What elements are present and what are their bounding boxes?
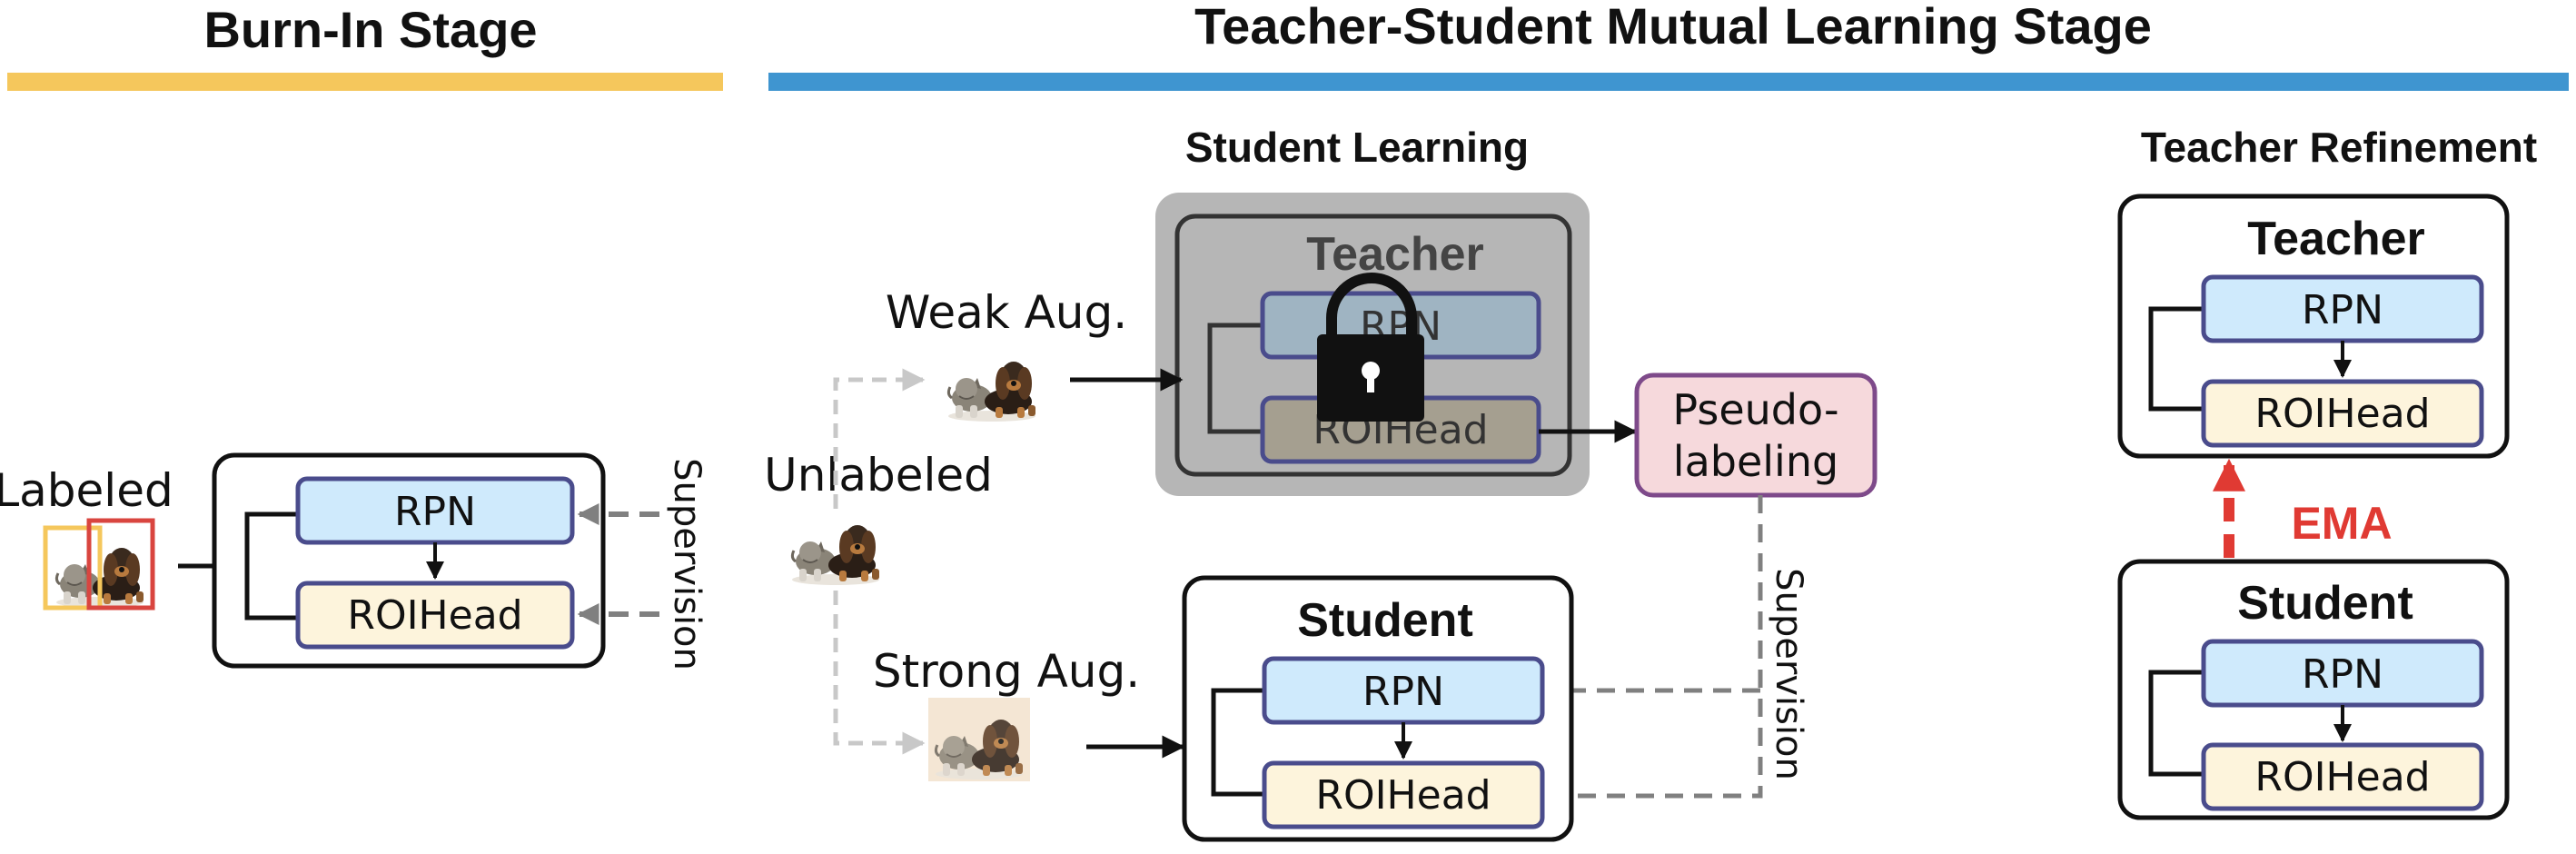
teacher-frozen-title: Teacher — [1306, 228, 1484, 281]
lock-icon — [1317, 273, 1424, 422]
teacher-refinement-title: Teacher Refinement — [2141, 124, 2537, 171]
pseudo-supervision-roi-arrow — [1546, 495, 1763, 805]
pseudo-supervision-label: Supervision — [1768, 568, 1809, 780]
burn-in-roihead-label: ROIHead — [347, 592, 522, 639]
student-learning-title: Student Learning — [1185, 124, 1529, 171]
refine-student-roihead-box — [2201, 742, 2484, 811]
strong-aug-path-arrow — [833, 591, 926, 755]
refine-teacher-branch-line — [2148, 306, 2204, 412]
teacher-frozen-branch-line — [1207, 323, 1263, 434]
weak-aug-path-arrow — [833, 368, 926, 509]
refine-student-branch-line — [2148, 670, 2204, 777]
strong-aug-label: Strong Aug. — [873, 645, 1140, 698]
pseudo-labeling-line2: labeling — [1673, 437, 1838, 486]
student-title: Student — [1297, 594, 1473, 647]
refine-teacher-roihead-label: ROIHead — [2254, 391, 2430, 437]
refine-teacher-roihead-box — [2201, 379, 2484, 448]
labeled-image — [43, 518, 155, 611]
teacher-frozen-box — [1174, 214, 1572, 477]
mutual-learning-stage-title: Teacher-Student Mutual Learning Stage — [1194, 0, 2152, 55]
refine-student-rpn-label: RPN — [2302, 651, 2383, 698]
ema-label: EMA — [2291, 498, 2392, 549]
pseudo-labeling-box — [1634, 372, 1878, 498]
student-rpn-label: RPN — [1362, 669, 1444, 715]
burn-in-stage-bar — [7, 73, 723, 91]
student-branch-line — [1211, 688, 1264, 797]
refine-student-title: Student — [2237, 577, 2413, 630]
refine-teacher-rpn-label: RPN — [2302, 287, 2383, 333]
refine-teacher-title: Teacher — [2247, 213, 2425, 265]
pseudo-labeling-line1: Pseudo- — [1672, 385, 1838, 434]
student-roihead-box — [1262, 760, 1545, 829]
burn-in-supervision-label: Supervision — [666, 458, 708, 670]
unlabeled-label: Unlabeled — [764, 449, 993, 501]
strong-aug-image — [928, 698, 1030, 781]
burn-in-rpn-label: RPN — [394, 489, 476, 535]
labeled-label: Labeled — [0, 464, 173, 517]
weak-aug-label: Weak Aug. — [886, 286, 1127, 339]
burn-in-branch-line — [244, 511, 298, 621]
weak-aug-image — [946, 360, 1037, 423]
burn-in-roihead-box — [295, 581, 575, 650]
mutual-learning-stage-bar — [768, 73, 2569, 91]
student-roihead-label: ROIHead — [1315, 772, 1491, 819]
burn-in-stage-title: Burn-In Stage — [203, 1, 537, 58]
refine-student-roihead-label: ROIHead — [2254, 754, 2430, 800]
unlabeled-image — [790, 523, 881, 587]
